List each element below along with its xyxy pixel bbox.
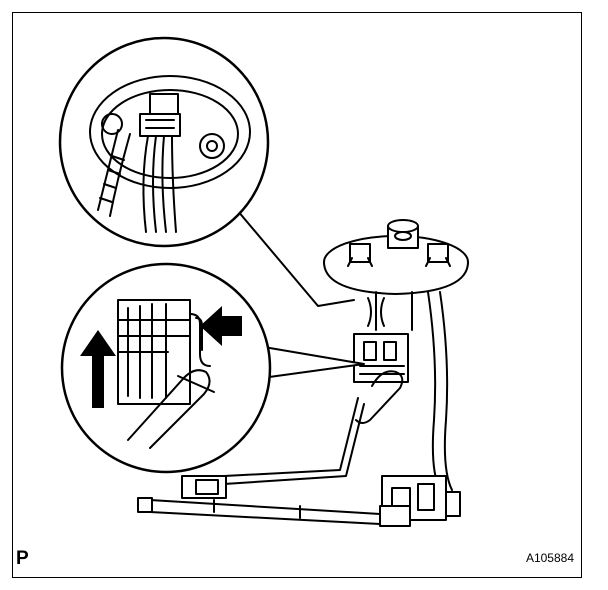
figure-code: A105884 xyxy=(525,551,574,565)
corner-letter: P xyxy=(16,548,29,569)
lower-detail-circle xyxy=(60,262,365,474)
fuel-pump-assembly xyxy=(137,219,469,527)
upper-detail-circle xyxy=(58,36,355,307)
